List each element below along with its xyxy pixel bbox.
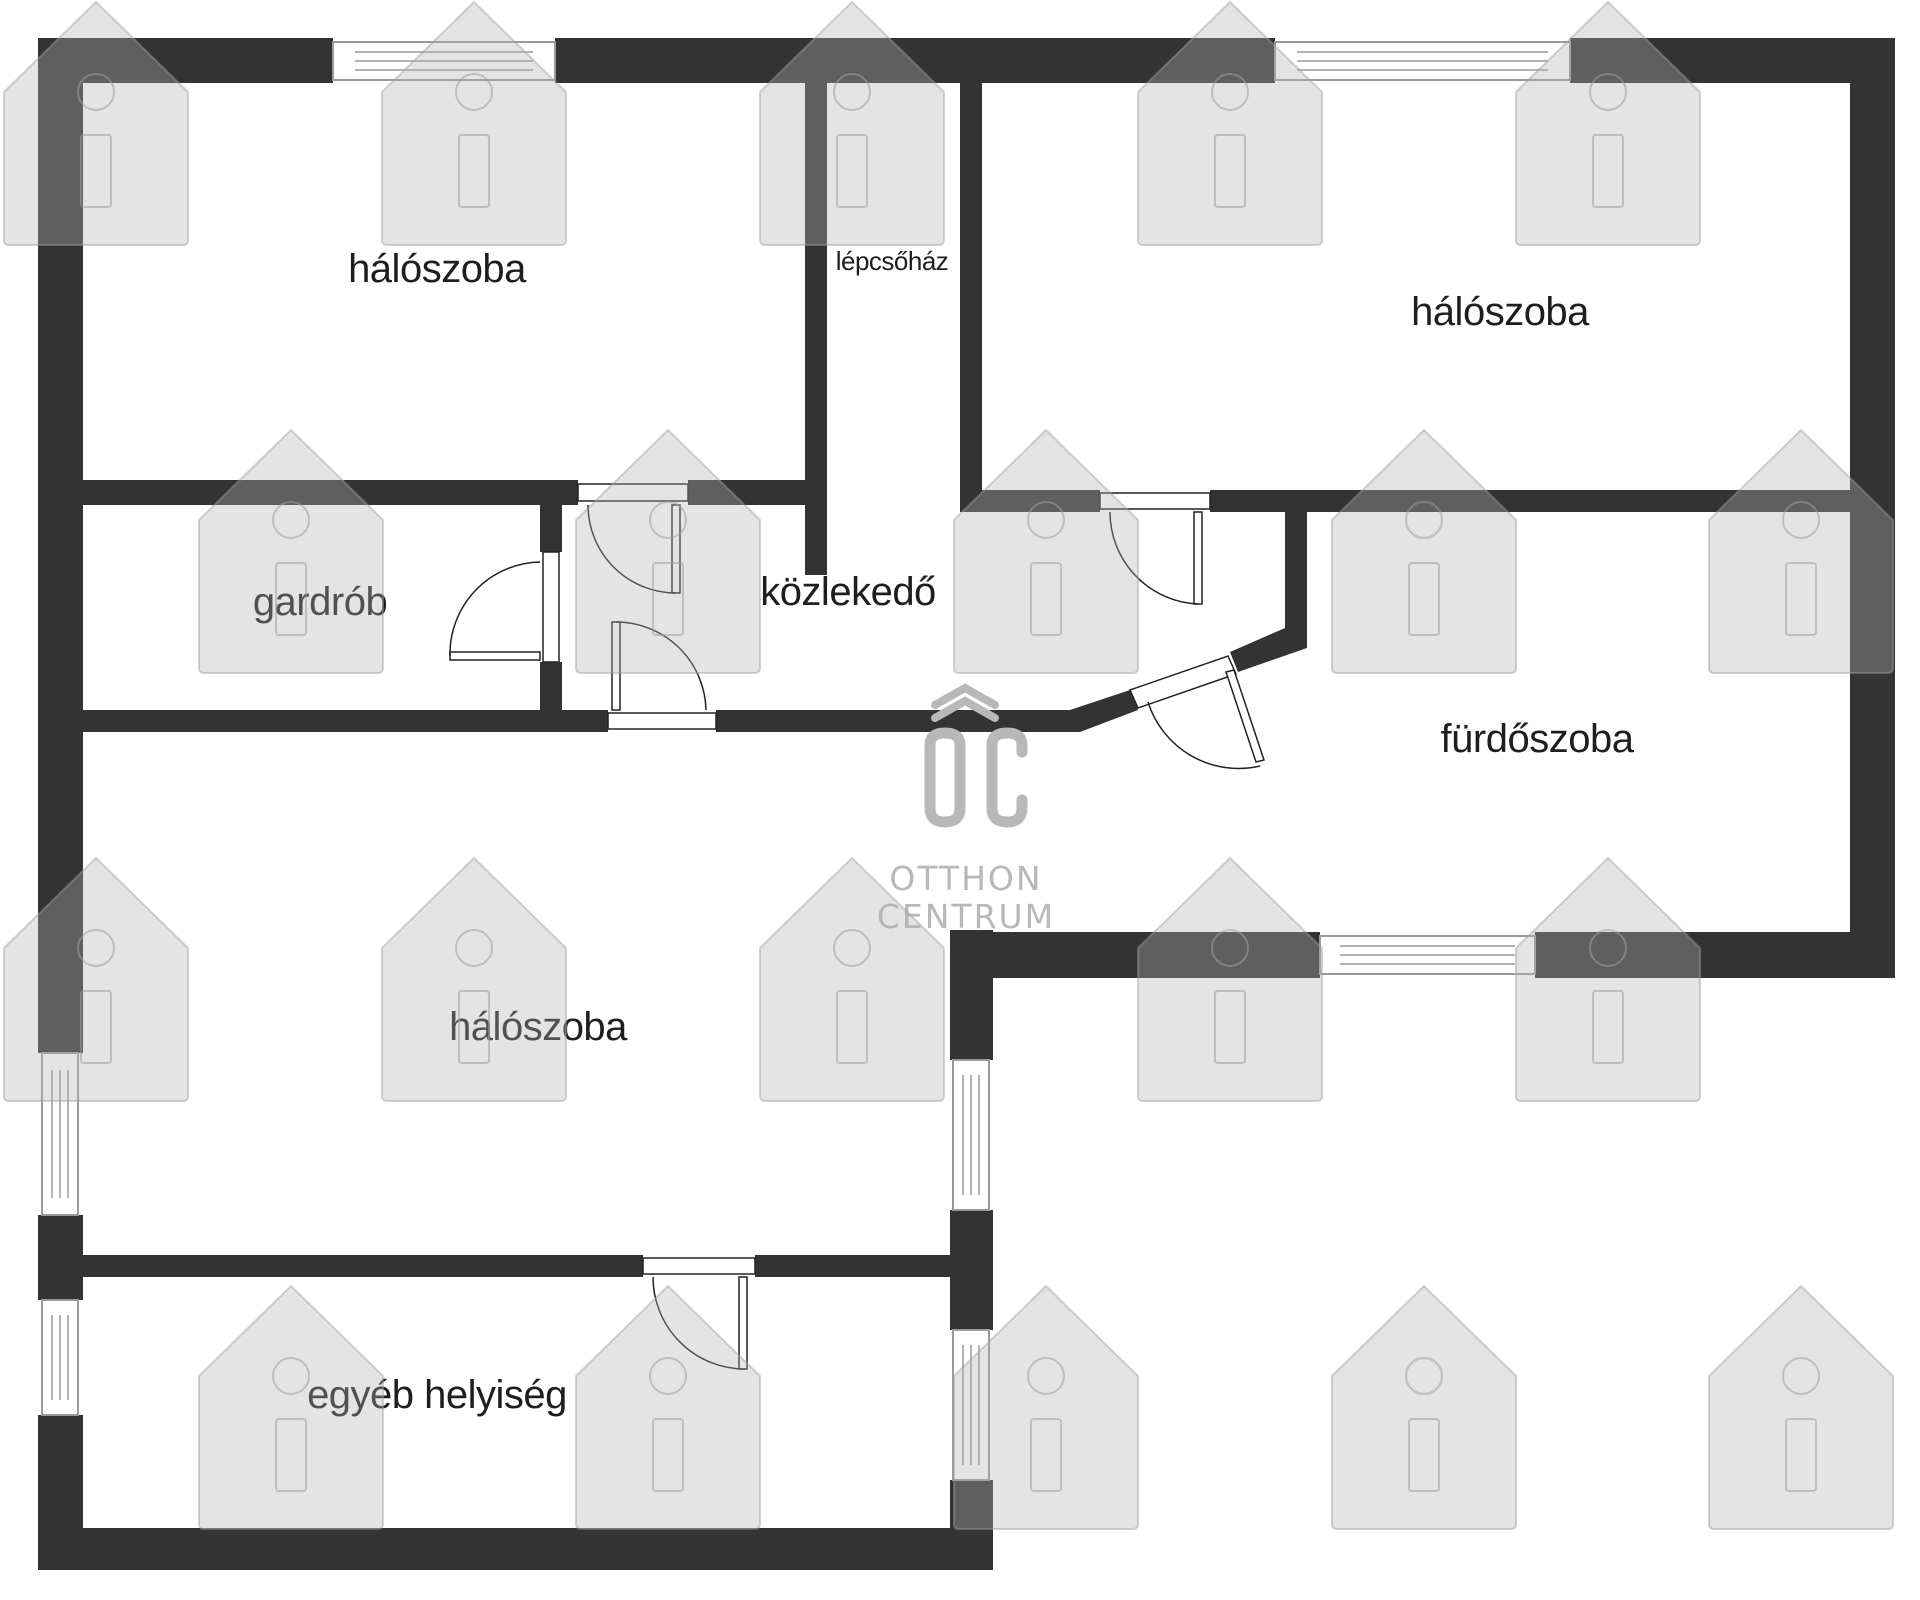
logo-roof-icon-2 [931, 696, 999, 722]
wall-mid-h-b [716, 710, 1076, 732]
house-info-icon [1515, 856, 1701, 1102]
wall-wardrobe-right-a [540, 480, 562, 552]
window-bath-bottom [1319, 935, 1536, 975]
house-info-icon [953, 1284, 1139, 1530]
window-bed3-left [41, 1052, 79, 1216]
house-info-icon [953, 428, 1139, 674]
wall-top-mid [555, 38, 1275, 83]
wall-diagonal [1230, 628, 1307, 672]
room-label-bathroom: fürdőszoba [1441, 717, 1635, 761]
house-info-icon [198, 1284, 384, 1530]
wall-bath-bottom-right [1535, 932, 1895, 978]
room-label-hallway: közlekedő [760, 570, 936, 614]
wall-mid-h-a [38, 710, 608, 732]
room-label-bedroom-1: hálószoba [348, 247, 527, 291]
wall-center-v-3 [950, 1480, 993, 1570]
house-info-icon [1331, 428, 1517, 674]
door-bath [1128, 655, 1265, 770]
house-info-icon [1331, 1284, 1517, 1530]
wall-center-v-1 [950, 930, 993, 1060]
window-other-left [41, 1299, 79, 1416]
logo-o-mark [924, 727, 966, 828]
window-other-right [952, 1329, 990, 1481]
otthon-centrum-logo: OTTHON CENTRUM [877, 683, 1055, 936]
wall-left-top [38, 38, 83, 1053]
wall-bath-bottom-left [955, 932, 1320, 978]
door-other [642, 1257, 756, 1370]
wall-bed2-bottom-a [960, 490, 1100, 512]
house-info-icon [1708, 428, 1894, 674]
door-wardrobe [449, 551, 560, 663]
room-label-other-room: egyéb helyiség [307, 1373, 567, 1417]
window-bed2-top [1274, 41, 1571, 81]
wall-lower-h-b [755, 1255, 993, 1277]
wall-top-right [1570, 38, 1895, 83]
doors [449, 483, 1265, 1370]
house-info-icon [1137, 0, 1323, 246]
wall-stair-left [805, 83, 827, 575]
room-label-bedroom-2: hálószoba [1411, 290, 1590, 334]
wall-bed1-bottom-b [688, 480, 810, 505]
wall-stair-right [960, 83, 982, 503]
watermark-layer [3, 0, 1894, 1530]
house-info-icon [3, 0, 189, 246]
house-info-icon [198, 428, 384, 674]
wall-bed2-bottom-b [1210, 490, 1895, 512]
room-labels: hálószoba lépcsőház hálószoba gardrób kö… [253, 246, 1635, 1417]
logo-roof-icon [931, 683, 999, 709]
window-bed1-top [332, 41, 556, 81]
house-info-icon [575, 428, 761, 674]
wall-bed1-bottom-a [38, 480, 578, 505]
wall-mid-h-c [1070, 690, 1138, 732]
house-info-icon [575, 1284, 761, 1530]
house-info-icon [1137, 856, 1323, 1102]
logo-line-2: CENTRUM [877, 897, 1055, 936]
door-bed2 [1099, 492, 1211, 605]
room-label-bedroom-3: hálószoba [449, 1005, 628, 1049]
windows [41, 41, 1571, 1481]
room-label-stairwell: lépcsőház [836, 246, 949, 276]
door-bed3 [607, 621, 717, 730]
house-info-icon [381, 856, 567, 1102]
wall-lower-h-a [38, 1255, 643, 1277]
wall-bath-left [1285, 490, 1307, 648]
house-info-icon [1515, 0, 1701, 246]
logo-c-mark [986, 727, 1028, 828]
house-info-icon [759, 0, 945, 246]
door-bed1 [577, 483, 689, 594]
wall-bottom [38, 1528, 993, 1570]
house-info-icon [381, 0, 567, 246]
logo-line-1: OTTHON [889, 859, 1042, 898]
window-bed3-right [952, 1059, 990, 1211]
house-info-icon [3, 856, 189, 1102]
house-info-icon [1708, 1284, 1894, 1530]
house-info-icon [759, 856, 945, 1102]
